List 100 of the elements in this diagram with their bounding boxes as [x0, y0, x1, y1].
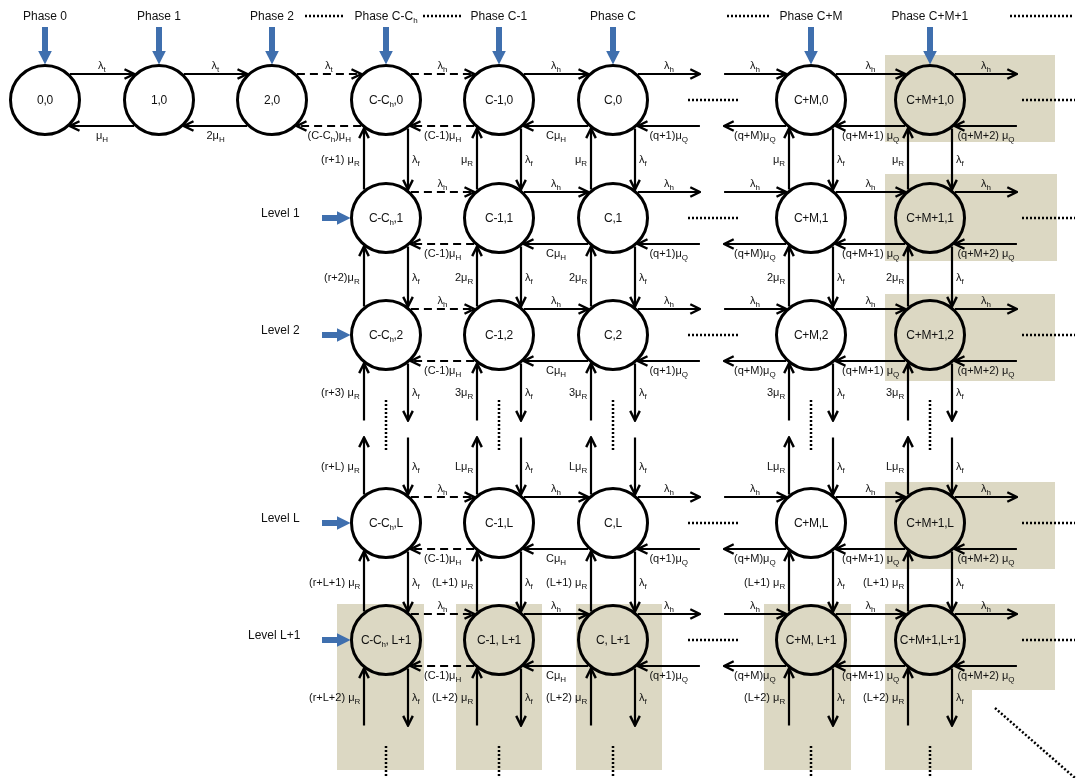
transition-arrow	[68, 120, 135, 132]
rate-label: λ$_{h}$	[663, 294, 674, 306]
transition-arrow	[636, 660, 700, 672]
state-circle: C-1,0	[463, 64, 535, 136]
transition-arrow	[402, 551, 414, 613]
rate-label: λ$_{h}$	[980, 294, 991, 306]
rate-label: (C-1)μ$_{H}$	[424, 247, 462, 259]
transition-arrow	[902, 127, 914, 190]
rate-label: λ$_{f}$	[837, 460, 845, 472]
rate-label: λ$_{f}$	[837, 386, 845, 398]
transition-arrow	[358, 362, 370, 421]
rate-label: λ$_{h}$	[551, 599, 561, 611]
rate-label: (L+1) μ$_{R}$	[546, 575, 588, 588]
rate-label: λ$_{f}$	[412, 691, 420, 703]
transition-arrow	[953, 660, 1017, 672]
transition-arrow	[471, 362, 483, 421]
rate-label: 3μ$_{R}$	[455, 386, 474, 398]
transition-arrow	[522, 355, 589, 367]
transition-arrow	[902, 245, 914, 307]
rate-label: λ$_{h}$	[437, 59, 448, 71]
transition-arrow	[523, 608, 590, 620]
transition-arrow	[409, 355, 475, 367]
rate-label: λ$_{h}$	[750, 294, 761, 306]
rate-label: λ$_{t}$	[98, 59, 106, 71]
state-circle: C, L+1	[577, 604, 649, 676]
transition-arrow	[515, 551, 527, 613]
phase-label: Phase 1	[137, 9, 182, 23]
rate-label: λ$_{f}$	[412, 575, 420, 588]
transition-arrow	[827, 551, 839, 613]
rate-label: (L+2) μ$_{R}$	[744, 691, 786, 703]
transition-arrow	[783, 550, 795, 612]
transition-arrow	[834, 120, 906, 132]
rate-label: λ$_{h}$	[865, 294, 876, 306]
transition-arrow	[522, 543, 589, 555]
transition-arrow	[409, 120, 475, 132]
transition-arrow	[827, 363, 839, 422]
rate-label: λ$_{h}$	[437, 599, 448, 611]
transition-arrow	[946, 437, 958, 496]
transition-arrow	[585, 550, 597, 612]
rate-label: μ$_{R}$	[575, 153, 588, 165]
transition-arrow	[471, 550, 483, 612]
rate-label: Cμ$_{H}$	[546, 552, 567, 564]
rate-label: λ$_{f}$	[412, 270, 420, 283]
rate-label: (L+2) μ$_{R}$	[432, 691, 474, 703]
transition-arrow	[629, 437, 641, 496]
transition-arrow	[585, 245, 597, 307]
rate-label: λ$_{h}$	[663, 482, 674, 494]
transition-arrow	[402, 363, 414, 422]
rate-label: λ$_{f}$	[525, 460, 533, 472]
transition-arrow	[183, 68, 249, 80]
level-label: Level L+1	[248, 628, 301, 642]
transition-arrow	[409, 660, 475, 672]
transition-arrow	[835, 491, 907, 503]
transition-arrow	[835, 608, 907, 620]
state-circle: C-1,1	[463, 182, 535, 254]
transition-arrow	[523, 186, 590, 198]
rate-label: Lμ$_{R}$	[767, 460, 786, 472]
state-circle: C,L	[577, 487, 649, 559]
block-arrow	[152, 27, 166, 65]
transition-arrow	[585, 667, 597, 726]
transition-arrow	[724, 186, 788, 198]
rate-label: (C-C$_{h}$)μ$_{H}$	[307, 129, 351, 141]
transition-arrow	[902, 550, 914, 612]
transition-arrow	[637, 303, 702, 315]
phase-label: Phase C+M	[779, 9, 843, 23]
rate-label: λ$_{f}$	[639, 153, 647, 165]
rate-label: 2μ$_{R}$	[767, 270, 786, 283]
transition-arrow	[953, 238, 1017, 250]
rate-label: λ$_{f}$	[956, 153, 964, 165]
rate-label: λ$_{h}$	[750, 599, 761, 611]
rate-label: λ$_{h}$	[437, 294, 448, 306]
state-circle: C-C$_{h}$, L+1	[350, 604, 422, 676]
transition-arrow	[471, 436, 483, 495]
transition-arrow	[402, 128, 414, 191]
block-arrow	[265, 27, 279, 65]
rate-label: λ$_{f}$	[837, 153, 845, 165]
transition-arrow	[402, 668, 414, 727]
rate-label: λ$_{f}$	[412, 460, 420, 472]
transition-arrow	[834, 355, 906, 367]
rate-label: λ$_{h}$	[750, 59, 761, 71]
block-arrow	[379, 27, 393, 65]
transition-arrow	[722, 238, 787, 250]
rate-label: Lμ$_{R}$	[569, 460, 588, 472]
transition-arrow	[358, 550, 370, 612]
rate-label: λ$_{h}$	[865, 599, 876, 611]
state-circle: 2,0	[236, 64, 308, 136]
transition-arrow	[471, 127, 483, 190]
transition-arrow	[585, 436, 597, 495]
rate-label: λ$_{h}$	[551, 482, 561, 494]
rate-label: 2μ$_{R}$	[455, 270, 474, 283]
rate-label: Cμ$_{H}$	[546, 247, 567, 259]
transition-arrow	[954, 186, 1019, 198]
rate-label: λ$_{f}$	[639, 386, 647, 398]
transition-arrow	[953, 120, 1017, 132]
rate-label: λ$_{f}$	[412, 153, 420, 165]
transition-arrow	[410, 186, 476, 198]
rate-label: λ$_{h}$	[551, 59, 561, 71]
rate-label: λ$_{f}$	[956, 575, 964, 588]
transition-arrow	[515, 128, 527, 191]
rate-label: Cμ$_{H}$	[546, 669, 567, 681]
